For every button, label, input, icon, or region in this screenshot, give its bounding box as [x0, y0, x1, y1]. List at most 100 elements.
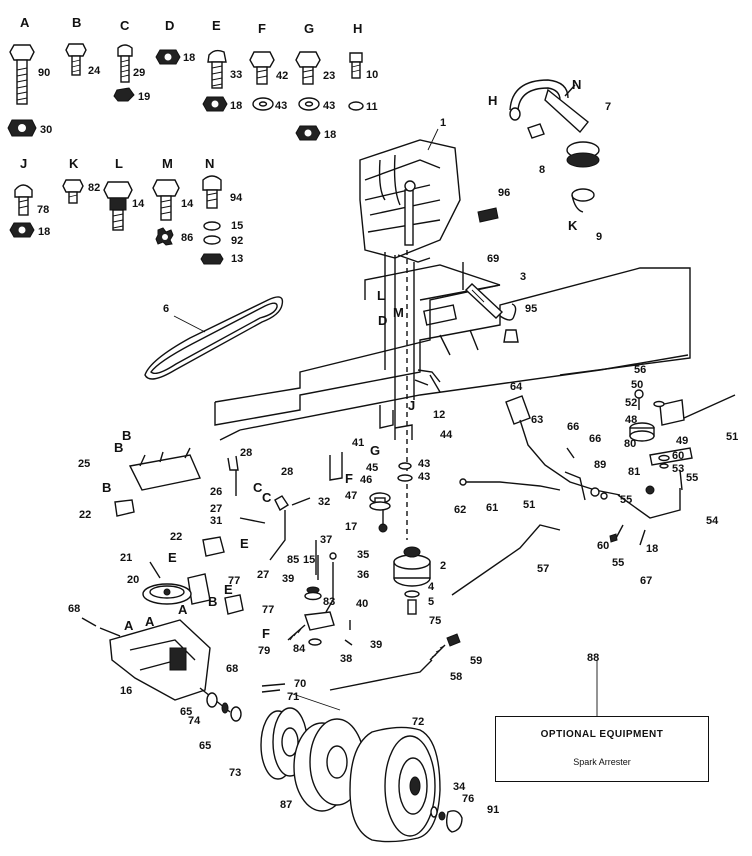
callout-21: 21	[120, 552, 132, 564]
callout-48: 48	[625, 414, 637, 426]
engine	[359, 139, 461, 263]
hw-part-label: 78	[37, 204, 49, 216]
callout-18: 18	[646, 543, 658, 555]
hw-part-label: 86	[181, 232, 193, 244]
callout-74: 74	[188, 715, 201, 727]
callout-27: 27	[210, 503, 222, 515]
callout-91: 91	[487, 804, 499, 816]
hw-part-label: 14	[181, 198, 194, 210]
callout-16: 16	[120, 685, 132, 697]
hardware-key: A 90 30 B 24 C 29 19 D	[7, 15, 378, 265]
callout-77: 77	[262, 604, 274, 616]
ref-letter: H	[488, 93, 497, 108]
hw-part-label: 11	[366, 101, 378, 113]
hw-part-label: 18	[183, 52, 195, 64]
ref-letter: B	[208, 594, 217, 609]
callout-58: 58	[450, 671, 462, 683]
callout-95: 95	[525, 303, 537, 315]
callout-6: 6	[163, 303, 169, 315]
callout-46: 46	[360, 474, 372, 486]
callout-63: 63	[531, 414, 543, 426]
hw-part-label: 18	[38, 226, 50, 238]
callout-67: 67	[640, 575, 652, 587]
ref-letter: N	[572, 77, 581, 92]
callout-89: 89	[594, 459, 606, 471]
callout-41: 41	[352, 437, 364, 449]
hw-bolt-n	[200, 175, 224, 265]
callout-65: 65	[199, 740, 211, 752]
decal	[477, 207, 499, 223]
callout-52: 52	[625, 397, 637, 409]
hw-letter-e: E	[212, 18, 221, 33]
callout-22: 22	[79, 509, 91, 521]
callout-68: 68	[68, 603, 80, 615]
callout-88: 88	[587, 652, 600, 664]
callout-35: 35	[357, 549, 369, 561]
hw-letter-a: A	[20, 15, 30, 30]
optional-equipment-item: Spark Arrester	[573, 757, 631, 767]
hw-letter-l: L	[115, 156, 123, 171]
callout-20: 20	[127, 574, 139, 586]
callout-7: 7	[605, 101, 611, 113]
callout-32: 32	[318, 496, 330, 508]
chassis-frame	[214, 264, 691, 441]
hw-part-label: 24	[88, 65, 101, 77]
ref-letter: B	[102, 480, 111, 495]
callout-70: 70	[294, 678, 306, 690]
callout-28: 28	[240, 447, 252, 459]
callout-87: 87	[280, 799, 292, 811]
callout-47: 47	[345, 490, 357, 502]
center-linkage	[287, 540, 353, 646]
callout-49: 49	[676, 435, 688, 447]
callout-4: 4	[428, 581, 435, 593]
assembly-centerlines	[384, 250, 464, 540]
callout-51: 51	[726, 431, 738, 443]
hw-part-label: 94	[230, 192, 243, 204]
hw-letter-b: B	[72, 15, 81, 30]
hw-bolt-c	[113, 44, 135, 102]
callout-40: 40	[356, 598, 368, 610]
hw-part-label: 30	[40, 124, 52, 136]
axle-hardware	[206, 683, 341, 722]
hw-bolt-g	[295, 51, 321, 141]
ref-letter: C	[262, 490, 272, 505]
callout-85: 85	[287, 554, 299, 566]
callout-60: 60	[672, 450, 684, 462]
callout-59: 59	[470, 655, 482, 667]
muffler-assembly	[509, 79, 600, 213]
callout-17: 17	[345, 521, 357, 533]
callout-34: 34	[453, 781, 466, 793]
ref-letter: C	[253, 480, 263, 495]
callout-76: 76	[462, 793, 474, 805]
hw-nut-d	[155, 49, 181, 65]
ref-letter: G	[370, 443, 380, 458]
hw-part-label: 42	[276, 70, 288, 82]
left-linkage	[114, 447, 311, 561]
callout-61: 61	[486, 502, 498, 514]
callout-28: 28	[281, 466, 293, 478]
hw-bolt-f	[249, 51, 275, 111]
callout-69: 69	[487, 253, 499, 265]
callout-51: 51	[523, 499, 535, 511]
hw-part-label: 23	[323, 70, 335, 82]
ref-letter: B	[122, 428, 131, 443]
callout-71: 71	[287, 691, 299, 703]
callout-25: 25	[78, 458, 90, 470]
engine-pulley	[393, 546, 431, 615]
callout-1: 1	[440, 117, 446, 129]
hw-bolt-m	[152, 179, 180, 246]
callout-50: 50	[631, 379, 643, 391]
callout-79: 79	[258, 645, 270, 657]
callout-9: 9	[596, 231, 602, 243]
ref-letter: L	[377, 288, 385, 303]
brake-rod	[329, 524, 561, 691]
callout-96: 96	[498, 187, 510, 199]
ref-letter: E	[240, 536, 249, 551]
callout-62: 62	[454, 504, 466, 516]
callout-39: 39	[370, 639, 382, 651]
callout-64: 64	[510, 381, 523, 393]
hw-bolt-b	[65, 43, 87, 76]
callout-73: 73	[229, 767, 241, 779]
